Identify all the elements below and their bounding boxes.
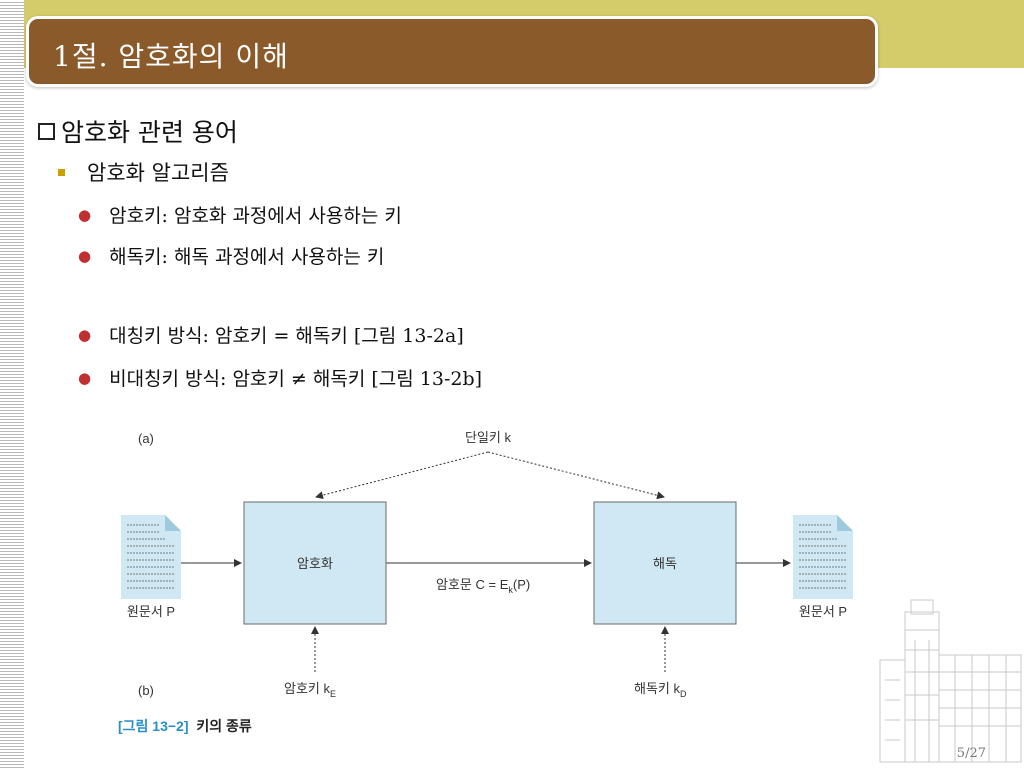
figure-caption: [그림 13−2] 키의 종류 bbox=[118, 716, 252, 736]
ciphertext-tail: (P) bbox=[513, 577, 530, 592]
enc-key-text: 암호키 k bbox=[284, 681, 330, 696]
ciphertext-sub: k bbox=[508, 585, 513, 595]
hollow-square-bullet-icon bbox=[38, 122, 55, 140]
encrypt-box bbox=[243, 501, 387, 625]
bullet-dot-icon: ● bbox=[78, 368, 92, 387]
bullet-dot-icon: ● bbox=[78, 246, 92, 265]
single-key-arrow-encrypt bbox=[315, 451, 489, 500]
label-a: (a) bbox=[138, 431, 154, 446]
page-separator: / bbox=[965, 746, 970, 761]
dec-key-sub: D bbox=[680, 689, 687, 699]
page-number: 5/27 bbox=[957, 746, 986, 761]
bullet-text-2: 해독키: 해독 과정에서 사용하는 키 bbox=[109, 246, 385, 268]
page-total: 27 bbox=[969, 746, 986, 761]
title-bar: 1절. 암호화의 이해 bbox=[26, 16, 878, 87]
figure-caption-number: [그림 13−2] bbox=[118, 718, 189, 734]
figure-caption-title: 키의 종류 bbox=[196, 718, 252, 734]
single-key-label: 단일키 k bbox=[465, 430, 511, 445]
slide-title: 1절. 암호화의 이해 bbox=[53, 40, 289, 73]
building-sketch-illustration bbox=[879, 599, 1022, 763]
dec-key-text: 해독키 k bbox=[634, 681, 680, 696]
plaintext-left-label: 원문서 P bbox=[127, 604, 175, 619]
ciphertext-main: 암호문 C = E bbox=[436, 577, 509, 592]
bullet-text-1: 암호키: 암호화 과정에서 사용하는 키 bbox=[109, 205, 402, 227]
decrypt-box bbox=[593, 501, 737, 625]
bullet-dot-icon: ● bbox=[78, 205, 92, 224]
plaintext-right-label: 원문서 P bbox=[799, 604, 847, 619]
page-current: 5 bbox=[956, 746, 966, 761]
bullet-item-1: ● 암호키: 암호화 과정에서 사용하는 키 bbox=[78, 201, 402, 228]
bullet-dot-icon: ● bbox=[78, 325, 92, 344]
ciphertext-label: 암호문 C = Ek(P) bbox=[436, 577, 530, 595]
square-bullet-icon bbox=[58, 168, 65, 176]
plaintext-document-icon bbox=[121, 515, 181, 599]
decrypt-label: 해독 bbox=[653, 556, 677, 571]
dec-key-label: 해독키 kD bbox=[634, 681, 687, 699]
left-stripe-rail bbox=[0, 0, 24, 768]
enc-key-label: 암호키 kE bbox=[284, 681, 336, 699]
section-heading-text: 암호화 관련 용어 bbox=[61, 118, 238, 147]
bullet-item-3: ● 대칭키 방식: 암호키 = 해독키 [그림 13-2a] bbox=[78, 321, 464, 348]
bullet-item-2: ● 해독키: 해독 과정에서 사용하는 키 bbox=[78, 242, 384, 269]
label-b: (b) bbox=[138, 683, 154, 698]
subheading-text: 암호화 알고리즘 bbox=[87, 161, 229, 185]
enc-key-sub: E bbox=[330, 689, 336, 699]
subheading: 암호화 알고리즘 bbox=[58, 157, 229, 187]
bullet-text-4: 비대칭키 방식: 암호키 ≠ 해독키 [그림 13-2b] bbox=[109, 368, 483, 390]
single-key-arrow-decrypt bbox=[487, 451, 665, 500]
encrypt-label: 암호화 bbox=[297, 556, 333, 571]
plaintext-document-icon bbox=[793, 515, 853, 599]
section-heading: 암호화 관련 용어 bbox=[38, 113, 238, 149]
bullet-text-3: 대칭키 방식: 암호키 = 해독키 [그림 13-2a] bbox=[109, 325, 464, 347]
bullet-item-4: ● 비대칭키 방식: 암호키 ≠ 해독키 [그림 13-2b] bbox=[78, 364, 482, 391]
